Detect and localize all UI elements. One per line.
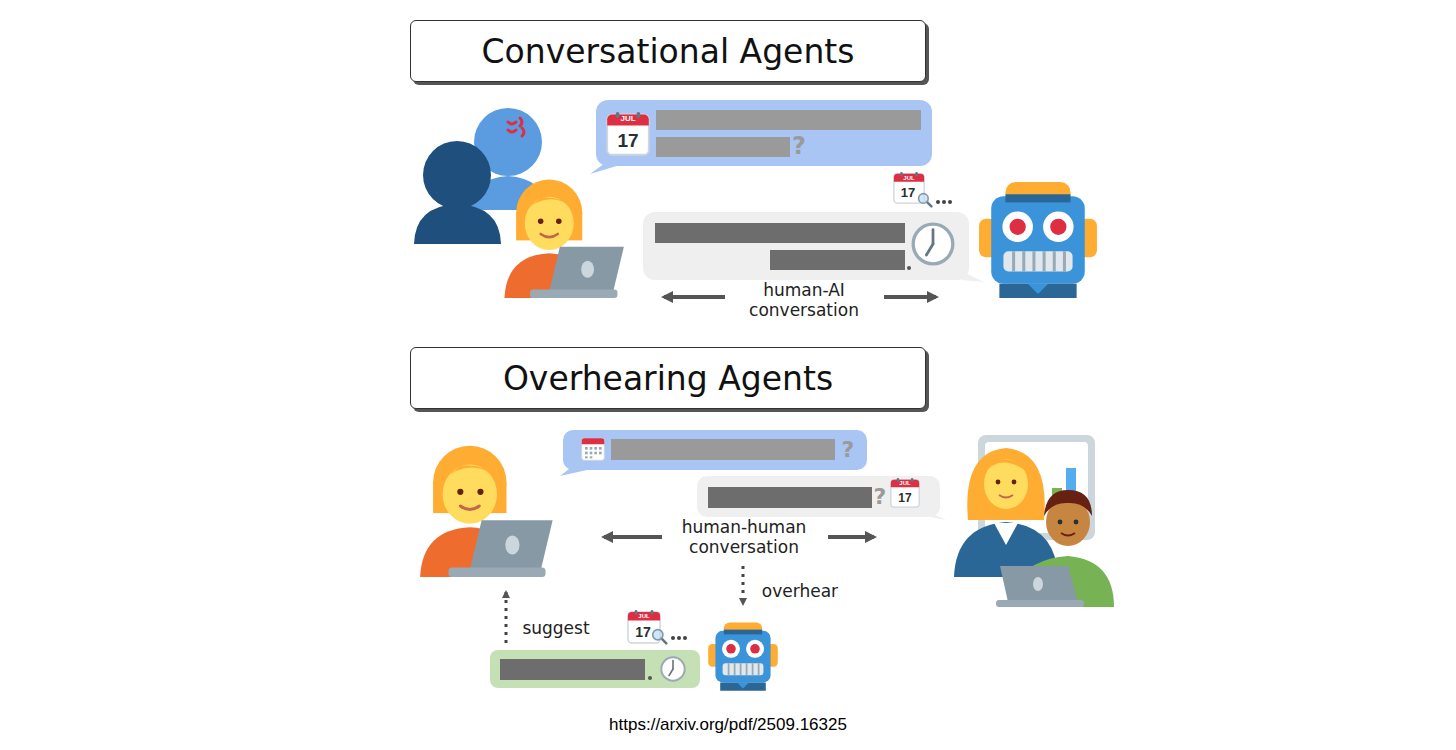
person-laptop [504, 180, 623, 298]
arrow-label: human-human conversation [674, 517, 814, 558]
calendar-day: 17 [901, 185, 915, 201]
question-mark: ? [792, 132, 806, 161]
question-mark: ? [842, 437, 855, 463]
speech-bubble [590, 100, 932, 174]
title-text: Overhearing Agents [503, 359, 833, 398]
calendar-month: JUL [638, 613, 649, 620]
title-text: Conversational Agents [482, 32, 855, 71]
clock-icon [913, 224, 953, 264]
calendar-month: JUL [899, 480, 910, 487]
question-mark: ? [874, 484, 887, 510]
calendar-icon [891, 478, 919, 507]
presenters [954, 435, 1114, 607]
calendar-day: 17 [898, 491, 911, 505]
arrow-label: human-AI conversation [734, 280, 874, 321]
dotted-arrows [506, 566, 743, 643]
magnifier-icon [653, 630, 667, 644]
calendar-day: 17 [617, 130, 638, 153]
calendar-month: JUL [903, 175, 914, 182]
speech-bubble [697, 476, 946, 520]
calendar-icon [607, 112, 649, 155]
speech-bubble [643, 212, 984, 282]
calendar-day: 17 [635, 624, 651, 641]
suggestion-bubble [490, 650, 700, 688]
ellipsis-dots [671, 636, 687, 640]
ellipsis-dots [936, 200, 952, 204]
robot [708, 622, 778, 690]
magnifier-icon [919, 194, 932, 207]
arrow-label: overhear [762, 581, 838, 601]
title-box: Overhearing Agents [410, 347, 926, 409]
title-box: Conversational Agents [410, 20, 926, 82]
source-url: https://arxiv.org/pdf/2509.16325 [609, 715, 847, 735]
calendar-icon [582, 438, 605, 460]
speech-bubble [560, 430, 867, 476]
arrow-label: suggest [522, 618, 589, 638]
clock-icon [661, 657, 684, 680]
calendar-month: JUL [620, 114, 635, 124]
robot [979, 182, 1097, 298]
person-laptop [420, 446, 553, 577]
